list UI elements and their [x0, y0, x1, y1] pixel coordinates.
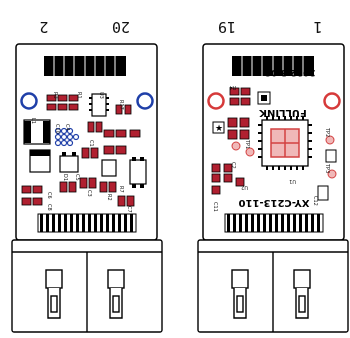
ref-label: R7 — [118, 186, 124, 193]
pin-label-right-19: 19 — [218, 18, 236, 36]
svg-text:★: ★ — [215, 124, 223, 134]
star-marker — [212, 121, 225, 134]
left-via-cluster — [54, 127, 80, 147]
brand-logo-text: FULLINK — [258, 107, 307, 118]
ref-label: C10 — [54, 124, 60, 134]
ref-label: D1 — [62, 174, 68, 181]
left-connector-housing — [11, 239, 163, 333]
right-mount-hole-right — [323, 92, 341, 110]
right-board: FULLINK 2012.3.08 XY-C213-110 — [197, 43, 349, 333]
ref-label: TP2 — [324, 127, 330, 137]
right-pads-bottom — [211, 163, 245, 195]
left-inductor-l1 — [23, 119, 51, 145]
pin-label-left-2: 2 — [39, 18, 48, 36]
left-bottom-pins — [40, 214, 133, 232]
board-part-number: XY-C213-110 — [239, 197, 310, 208]
right-small-parts — [317, 149, 337, 201]
right-bottom-pin-strip — [224, 213, 324, 233]
ref-label: R3 — [52, 92, 58, 99]
ref-label: U3 — [98, 92, 104, 99]
left-pads-bottom — [21, 177, 135, 207]
right-connector-housing — [197, 239, 349, 333]
ref-label: C8 — [46, 204, 52, 211]
ref-label: C1 — [88, 140, 94, 147]
left-sot-parts — [59, 155, 147, 185]
pin-label-right-1: 1 — [313, 18, 322, 36]
left-pads-top — [46, 94, 132, 115]
ref-label: U1 — [289, 178, 296, 184]
ref-label: C2 — [230, 162, 236, 169]
left-pads-middle — [81, 121, 141, 159]
ref-label: TP3 — [324, 163, 330, 173]
pin-labels: 2 20 19 1 — [39, 18, 322, 36]
pin-label-left-20: 20 — [112, 18, 130, 36]
ref-label: C6 — [46, 192, 52, 199]
left-mount-hole-right — [136, 92, 154, 110]
ref-label: R4 — [229, 84, 236, 90]
ref-label: C7 — [126, 206, 132, 213]
left-silkscreen: R3 R1 U3 R17 L1 C10 C4 C1 D1 C5 C3 R2 C7… — [30, 92, 132, 213]
ref-label: R17 — [118, 100, 124, 110]
left-bottom-pin-strip — [37, 213, 137, 233]
ref-label: C12 — [312, 196, 318, 206]
ref-label: TP1 — [244, 139, 250, 149]
ref-label: L1 — [30, 118, 36, 124]
right-pads-r4 — [229, 87, 251, 106]
right-main-ic — [258, 116, 312, 170]
right-test-points — [231, 135, 337, 179]
ref-label: C5 — [74, 174, 80, 181]
ref-label: R1 — [76, 92, 82, 99]
board-date-text: 2012.3.08 — [265, 67, 316, 77]
right-mount-hole-left — [207, 92, 225, 110]
ref-label: U2 — [241, 184, 248, 190]
ref-label: C4 — [64, 124, 70, 131]
right-pad-grid — [227, 117, 250, 140]
left-board: R3 R1 U3 R17 L1 C10 C4 C1 D1 C5 C3 R2 C7… — [11, 43, 163, 333]
ref-label: R2 — [106, 194, 112, 201]
ref-label: C3 — [86, 190, 92, 197]
right-silkscreen: R4 U1 TP2 TP1 TP3 C2 U2 C11 C12 — [212, 84, 330, 212]
ref-label: C11 — [212, 202, 218, 212]
left-mount-hole-left — [20, 92, 38, 110]
right-bottom-pins — [227, 214, 320, 232]
